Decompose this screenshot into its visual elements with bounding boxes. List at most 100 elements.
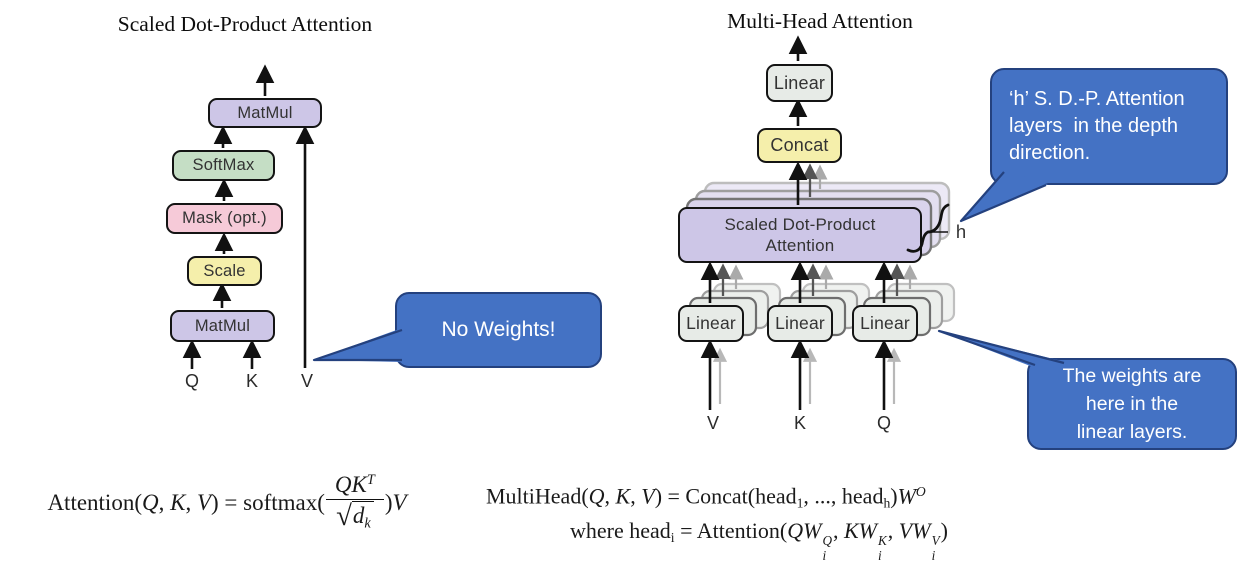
- hd-w2-sub: i: [877, 548, 882, 564]
- att-tail-v: V: [392, 489, 407, 515]
- mh-v: V: [641, 483, 655, 509]
- box-matmul-bottom: MatMul: [170, 310, 275, 342]
- hd-w3-sub: i: [931, 548, 936, 564]
- box-concat-label: Concat: [770, 135, 829, 155]
- att-radicand: dk: [351, 501, 374, 532]
- box-linear-q-label: Linear: [860, 313, 910, 333]
- att-num-qk: QK: [334, 472, 367, 498]
- att-radical-sign: √: [336, 500, 352, 533]
- callout-weights-here-line1: The weights are: [1062, 365, 1202, 387]
- att-fn: Attention(: [47, 489, 142, 515]
- multihead-formula: MultiHead(Q, K, V) = Concat(head1, ..., …: [486, 477, 926, 519]
- input-label-v-left: V: [300, 371, 313, 391]
- hd-k: K: [843, 518, 859, 543]
- callout-h-layers-line1: ‘h’ S. D.-P. Attention: [1009, 88, 1185, 110]
- hd-fn: Attention(: [696, 518, 788, 543]
- hd-w1-sub: i: [822, 548, 827, 564]
- depth-count-label-h: h: [955, 221, 967, 242]
- mh-head2: head: [841, 483, 884, 509]
- right-diagram-title: Multi-Head Attention: [727, 9, 913, 33]
- mh-w-sup-o: O: [915, 484, 926, 499]
- input-label-q-left: Q: [184, 371, 199, 391]
- att-c2: ,: [185, 489, 197, 515]
- box-scale-label: Scale: [203, 261, 246, 280]
- box-softmax: SoftMax: [172, 150, 275, 181]
- box-linear-k-label: Linear: [775, 313, 825, 333]
- mh-dots: , ...,: [803, 483, 842, 509]
- box-sdpa-label: Scaled Dot-Product Attention: [724, 214, 875, 256]
- hd-c2: ,: [887, 518, 899, 543]
- callout-weights-here-line2: here in the: [1085, 393, 1179, 415]
- box-matmul-bottom-label: MatMul: [194, 316, 251, 335]
- mh-w: W: [897, 483, 916, 509]
- hd-head-sub-i: i: [670, 530, 675, 546]
- mh-head2-sub: h: [883, 495, 891, 511]
- att-softmax: softmax(: [243, 489, 325, 515]
- attention-formula: Attention(Q, K, V) = softmax(QKT√dk)V: [4, 455, 450, 550]
- mh-q: Q: [588, 483, 605, 509]
- callout-weights-here-line3: linear layers.: [1076, 421, 1188, 443]
- box-softmax-label: SoftMax: [192, 156, 255, 174]
- box-linear-q: Linear: [852, 305, 918, 342]
- att-q: Q: [141, 489, 159, 515]
- hd-w3-sup: V: [931, 533, 940, 549]
- hd-w1-sup: Q: [822, 533, 832, 549]
- mh-head1-sub: 1: [796, 495, 804, 511]
- box-mask: Mask (opt.): [166, 203, 283, 234]
- hd-close: ): [940, 518, 948, 543]
- box-matmul-top: MatMul: [208, 98, 322, 128]
- input-label-k-right: K: [793, 413, 806, 433]
- hd-w3: W: [912, 518, 931, 543]
- mh-close: ): [890, 483, 898, 509]
- att-c1: ,: [158, 489, 171, 515]
- hd-where: where: [570, 518, 630, 543]
- mh-head1: head: [755, 483, 797, 509]
- att-eq: ) =: [211, 489, 244, 515]
- hd-w1: W: [803, 518, 822, 543]
- att-numerator: QKT: [326, 472, 384, 499]
- callout-no-weights-text: No Weights!: [441, 318, 556, 341]
- mh-c2: ,: [630, 483, 642, 509]
- box-linear-v-label: Linear: [686, 313, 736, 333]
- input-label-q-right: Q: [876, 413, 891, 433]
- box-linear-top: Linear: [766, 64, 833, 102]
- box-sdpa-label-line2: Attention: [765, 236, 835, 255]
- box-sdpa-label-line1: Scaled Dot-Product: [724, 215, 876, 234]
- callout-h-layers-line3: direction.: [1009, 142, 1091, 164]
- att-fraction: QKT√dk: [325, 472, 384, 532]
- callout-h-layers-line2: layers in the depth: [1009, 115, 1178, 137]
- box-linear-top-label: Linear: [773, 72, 826, 93]
- hd-w2-sup: K: [877, 533, 887, 549]
- mh-concat: Concat(: [685, 483, 756, 509]
- att-den-sub-k: k: [364, 515, 371, 532]
- callout-h-layers: ‘h’ S. D.-P. Attention layers in the dep…: [990, 68, 1228, 185]
- box-mask-label: Mask (opt.): [182, 209, 267, 227]
- mh-c1: ,: [604, 483, 616, 509]
- mh-eq: ) =: [654, 483, 686, 509]
- att-den-d: d: [352, 503, 365, 529]
- hd-v: V: [898, 518, 913, 543]
- input-label-k-left: K: [245, 371, 258, 391]
- left-diagram-title: Scaled Dot-Product Attention: [117, 12, 373, 36]
- att-v: V: [196, 489, 212, 515]
- box-linear-k: Linear: [767, 305, 833, 342]
- callout-no-weights: No Weights!: [395, 292, 602, 368]
- att-num-sup-t: T: [366, 472, 375, 489]
- hd-w2: W: [858, 518, 877, 543]
- box-sdpa: Scaled Dot-Product Attention: [678, 207, 922, 263]
- hd-c1: ,: [832, 518, 844, 543]
- callout-weights-here: The weights are here in the linear layer…: [1027, 358, 1237, 450]
- box-concat: Concat: [757, 128, 842, 163]
- att-k: K: [170, 489, 186, 515]
- box-linear-v: Linear: [678, 305, 744, 342]
- att-denominator: √dk: [336, 500, 374, 532]
- box-scale: Scale: [187, 256, 262, 286]
- mh-k: K: [615, 483, 631, 509]
- hd-q: Q: [787, 518, 804, 543]
- mh-fn: MultiHead(: [486, 483, 589, 509]
